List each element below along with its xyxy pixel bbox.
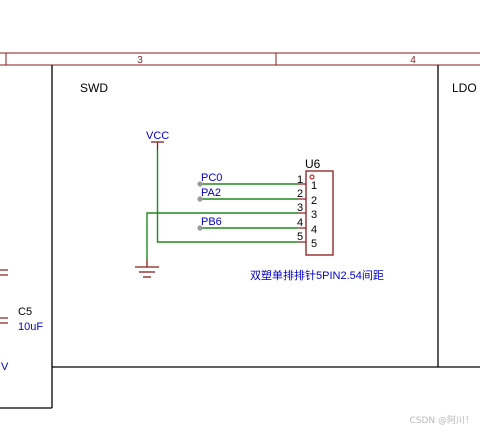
net-label-pb6: PB6 — [201, 216, 222, 228]
connector-description: 双塑单排排针5PIN2.54间距 — [250, 268, 384, 282]
net-label-pa2: PA2 — [201, 187, 221, 199]
wire-gnd[interactable] — [146, 212, 298, 259]
wires — [146, 150, 299, 259]
pin-1-marker — [309, 174, 315, 180]
vcc-power-symbol[interactable] — [151, 141, 164, 150]
border-zone-3: 3 — [137, 55, 143, 66]
vcc-label: VCC — [146, 130, 169, 142]
swd-sheet-title: SWD — [80, 81, 108, 95]
drawing-border: 3 4 — [0, 52, 480, 66]
capacitor-value: 10uF — [18, 321, 43, 333]
sheet-outlines — [0, 65, 480, 409]
border-zone-4: 4 — [410, 55, 416, 66]
junction-pa2 — [197, 196, 203, 202]
capacitor-designator: C5 — [18, 306, 32, 318]
watermark: CSDN @阿川！ — [409, 416, 474, 426]
pin-number-4: 4 — [297, 217, 303, 229]
ldo-sheet-title: LDO — [452, 81, 477, 95]
pin-label-5: 5 — [311, 238, 317, 250]
ground-symbol[interactable] — [135, 259, 159, 278]
connector-designator: U6 — [305, 157, 321, 171]
pin-number-2: 2 — [297, 188, 303, 200]
capacitor-c5-symbol[interactable] — [0, 269, 8, 324]
pin-label-4: 4 — [311, 224, 317, 236]
junction-pc0 — [197, 181, 203, 187]
pin-label-3: 3 — [311, 209, 317, 221]
junction-pb6 — [197, 225, 203, 231]
wire-vcc[interactable] — [156, 150, 299, 243]
pin-number-1: 1 — [297, 174, 303, 186]
capacitor-partial-text: V — [1, 361, 9, 373]
pin-label-1: 1 — [311, 180, 317, 192]
pin-number-3: 3 — [297, 202, 303, 214]
pin-label-2: 2 — [311, 195, 317, 207]
connector-u6[interactable] — [298, 170, 334, 256]
net-label-pc0: PC0 — [201, 172, 222, 184]
connector-body — [305, 170, 334, 256]
pin-number-5: 5 — [297, 231, 303, 243]
